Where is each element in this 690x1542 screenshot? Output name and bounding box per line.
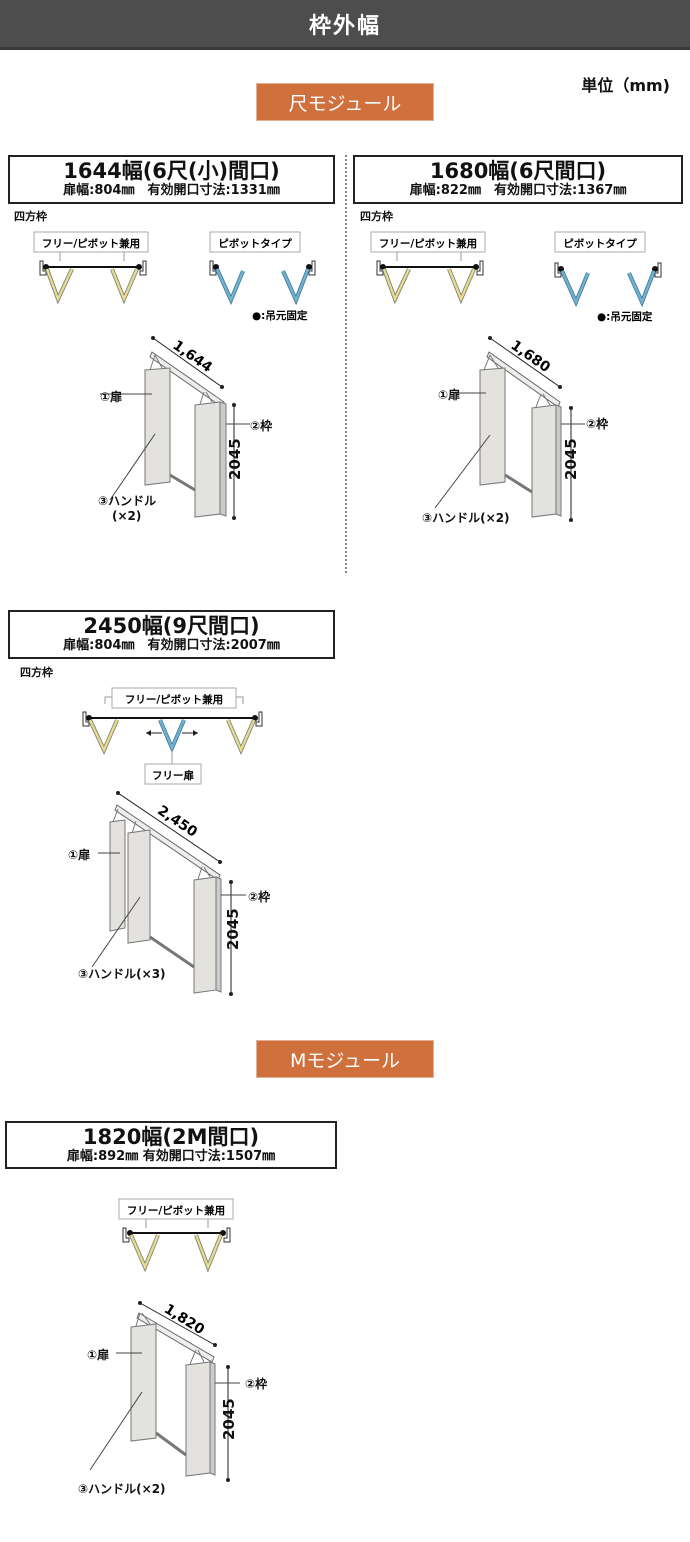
plan-diagram-1680: フリー/ピボット兼用 ピボットタイプ ●:吊元固定: [370, 231, 662, 323]
unit-specs: 扉幅:822㎜ 有効開口寸法:1367㎜: [409, 183, 627, 198]
frame-callout: ②枠: [245, 1377, 268, 1391]
handle-count: (×2): [112, 509, 142, 523]
iso-diagram-1820: 1,820: [89, 1301, 240, 1482]
unit-title-box-1644: 1644幅(6尺(小)間口) 扉幅:804㎜ 有効開口寸法:1331㎜: [8, 155, 335, 204]
svg-text:フリー/ピボット兼用: フリー/ピボット兼用: [125, 693, 223, 706]
svg-text:●:吊元固定: ●:吊元固定: [597, 310, 653, 323]
frame-callout: ②枠: [250, 419, 273, 433]
pivot-type-label: ピボットタイプ: [218, 237, 292, 250]
frame-type-label: 四方枠: [14, 210, 47, 223]
door-callout: ①扉: [438, 388, 461, 402]
unit-title-box-1820: 1820幅(2M間口) 扉幅:892㎜ 有効開口寸法:1507㎜: [5, 1121, 337, 1169]
height-dimension: 2045: [224, 908, 242, 950]
height-dimension: 2045: [220, 1398, 238, 1440]
unit-specs: 扉幅:804㎜ 有効開口寸法:1331㎜: [63, 183, 280, 198]
unit-title: 1820幅(2M間口): [82, 1125, 260, 1149]
free-pivot-label: フリー/ピボット兼用: [42, 237, 140, 250]
module-tag-shaku: 尺モジュール: [256, 83, 434, 121]
unit-title: 2450幅(9尺間口): [83, 614, 260, 638]
frame-type-label: 四方枠: [360, 210, 393, 223]
unit-label: 単位（mm): [581, 76, 670, 95]
plan-diagram-1820: フリー/ピボット兼用: [118, 1198, 234, 1273]
module-tag-m: Mモジュール: [256, 1040, 434, 1078]
svg-text:.: .: [226, 474, 244, 480]
unit-specs: 扉幅:804㎜ 有効開口寸法:2007㎜: [63, 638, 280, 653]
door-callout: ①扉: [68, 848, 91, 862]
unit-specs: 扉幅:892㎜ 有効開口寸法:1507㎜: [66, 1149, 276, 1164]
unit-title: 1644幅(6尺(小)間口): [63, 159, 280, 183]
unit-title: 1680幅(6尺間口): [429, 159, 607, 183]
module-tag-label: 尺モジュール: [288, 92, 402, 115]
pivot-fixed-note: ●:吊元固定: [252, 309, 308, 322]
unit-title-box-1680: 1680幅(6尺間口) 扉幅:822㎜ 有効開口寸法:1367㎜: [353, 155, 683, 204]
height-dimension: 2045: [226, 438, 244, 480]
handle-callout: ③ハンドル: [98, 494, 157, 508]
door-callout: ①扉: [87, 1348, 110, 1362]
page-title: 枠外幅: [308, 13, 381, 39]
plan-diagram-1644: フリー/ピボット兼用 ピボットタイプ ●:吊元固定: [33, 231, 316, 322]
svg-text:フリー/ピボット兼用: フリー/ピボット兼用: [127, 1204, 225, 1217]
unit-title-box-2450: 2450幅(9尺間口) 扉幅:804㎜ 有効開口寸法:2007㎜: [8, 610, 335, 659]
door-callout: ①扉: [100, 390, 123, 404]
iso-diagram-1680: 1,680: [434, 336, 585, 522]
iso-diagram-1644: 1,644 .: [100, 336, 250, 520]
height-dimension: 2045: [562, 438, 580, 480]
svg-text:フリー/ピボット兼用: フリー/ピボット兼用: [379, 237, 477, 250]
page-header: 枠外幅: [0, 0, 690, 50]
svg-text:ピボットタイプ: ピボットタイプ: [563, 237, 637, 250]
module-tag-label: Mモジュール: [289, 1049, 401, 1072]
plan-diagram-2450: フリー/ピボット兼用 フリー扉: [82, 687, 263, 785]
frame-type-label: 四方枠: [20, 666, 53, 679]
free-door-label: フリー扉: [152, 769, 194, 782]
handle-callout: ③ハンドル(×3): [78, 967, 166, 981]
column-divider: [345, 155, 347, 573]
frame-callout: ②枠: [586, 417, 609, 431]
iso-diagram-2450: 2,450: [91, 791, 246, 996]
frame-callout: ②枠: [248, 890, 271, 904]
handle-callout: ③ハンドル(×2): [422, 511, 510, 525]
handle-callout: ③ハンドル(×2): [78, 1482, 166, 1496]
